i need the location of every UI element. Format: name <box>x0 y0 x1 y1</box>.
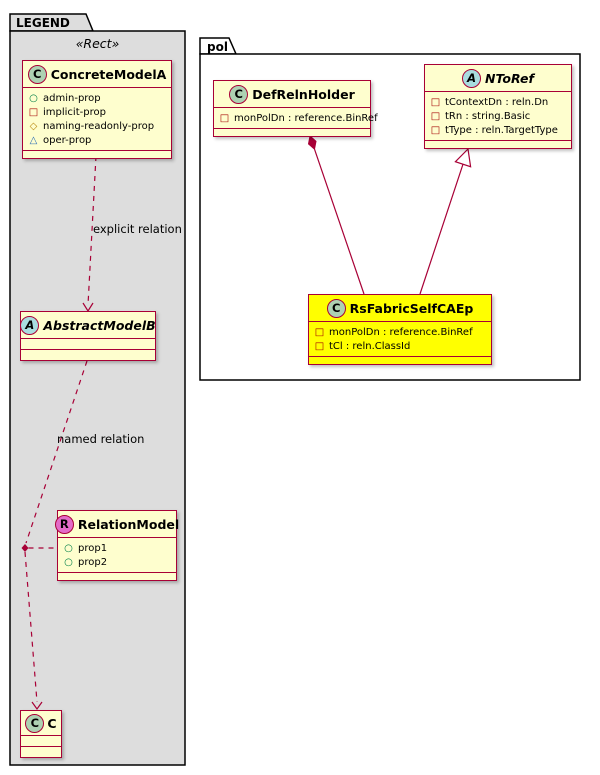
class-name: DefRelnHolder <box>252 86 355 102</box>
explicit-relation-label: explicit relation <box>93 222 182 236</box>
member-label: oper-prop <box>43 134 92 146</box>
member-label: tCl : reln.ClassId <box>329 340 411 352</box>
member-label: tType : reln.TargetType <box>445 124 558 136</box>
class-header: C RsFabricSelfCAEp <box>309 295 491 322</box>
abstract-spot-icon: A <box>462 68 482 88</box>
class-relation-model: R RelationModel prop1 prop2 <box>54 510 180 581</box>
empty-methods-compartment <box>21 350 155 360</box>
class-member: monPolDn : reference.BinRef <box>219 111 378 125</box>
class-rs-fabric-self-caep: C RsFabricSelfCAEp monPolDn : reference.… <box>308 294 492 365</box>
member-label: tRn : string.Basic <box>445 110 531 122</box>
member-label: prop1 <box>78 542 108 554</box>
named-relation-label: named relation <box>57 432 145 446</box>
private-square-icon <box>430 97 441 108</box>
class-spot-icon: C <box>27 64 47 84</box>
relation-spot-icon: R <box>54 514 74 534</box>
class-member: tCl : reln.ClassId <box>314 339 486 353</box>
empty-methods-compartment <box>58 573 176 580</box>
private-square-icon <box>28 107 39 118</box>
class-member: oper-prop <box>28 133 166 147</box>
member-label: naming-readonly-prop <box>43 120 155 132</box>
pol-package-title: pol <box>207 40 228 54</box>
class-member: monPolDn : reference.BinRef <box>314 325 486 339</box>
class-header: C C <box>21 711 61 736</box>
empty-methods-compartment <box>309 357 491 364</box>
class-header: A AbstractModelB <box>20 312 156 339</box>
class-spot-icon: C <box>229 84 249 104</box>
class-member: tRn : string.Basic <box>430 109 566 123</box>
class-def-reln-holder: C DefRelnHolder monPolDn : reference.Bin… <box>213 80 378 137</box>
public-circle-icon <box>63 557 74 568</box>
class-spot-icon: C <box>25 713 45 733</box>
named-relation-line <box>25 360 88 544</box>
private-square-icon <box>314 327 325 338</box>
legend-stereotype-label: «Rect» <box>75 36 120 51</box>
class-header: R RelationModel <box>54 511 180 538</box>
class-spot-icon: C <box>326 298 346 318</box>
generalization-line <box>419 164 464 295</box>
empty-attributes-compartment <box>21 339 155 350</box>
public-circle-icon <box>28 93 39 104</box>
class-member: prop2 <box>63 555 171 569</box>
member-label: tContextDn : reln.Dn <box>445 96 549 108</box>
class-name: NToRef <box>485 70 534 86</box>
class-member: implicit-prop <box>28 105 166 119</box>
class-name: RsFabricSelfCAEp <box>349 300 474 316</box>
generalization-triangle-icon <box>454 147 472 168</box>
empty-methods-compartment <box>23 151 171 158</box>
class-c: C C <box>20 710 62 758</box>
protected-diamond-icon <box>28 121 39 132</box>
composition-diamond-icon <box>307 135 317 151</box>
class-member: prop1 <box>63 541 171 555</box>
private-square-icon <box>219 113 230 124</box>
class-header: C DefRelnHolder <box>214 81 370 108</box>
member-label: implicit-prop <box>43 106 106 118</box>
class-header: A NToRef <box>425 65 571 92</box>
class-name: RelationModel <box>77 516 180 532</box>
relation-junction-diamond-icon <box>21 544 29 552</box>
class-attributes: monPolDn : reference.BinRef tCl : reln.C… <box>309 322 491 357</box>
private-square-icon <box>314 341 325 352</box>
private-square-icon <box>430 125 441 136</box>
class-name: C <box>47 715 57 731</box>
class-member: tType : reln.TargetType <box>430 123 566 137</box>
junction-to-c-arrowhead-icon <box>31 701 43 711</box>
class-concrete-model-a: C ConcreteModelA admin-prop implicit-pro… <box>22 60 172 159</box>
empty-methods-compartment <box>21 747 61 757</box>
legend-package-title: LEGEND <box>16 16 70 30</box>
class-attributes: monPolDn : reference.BinRef <box>214 108 378 129</box>
class-abstract-model-b: A AbstractModelB <box>20 311 156 361</box>
composition-line <box>313 149 365 295</box>
member-label: monPolDn : reference.BinRef <box>329 326 473 338</box>
class-member: admin-prop <box>28 91 166 105</box>
class-attributes: admin-prop implicit-prop naming-readonly… <box>23 88 171 151</box>
class-name: ConcreteModelA <box>50 66 167 82</box>
abstract-spot-icon: A <box>20 315 40 335</box>
public-circle-icon <box>63 543 74 554</box>
class-member: tContextDn : reln.Dn <box>430 95 566 109</box>
package-triangle-icon <box>28 135 39 146</box>
private-square-icon <box>430 111 441 122</box>
explicit-relation-line <box>87 155 97 306</box>
empty-methods-compartment <box>425 141 571 148</box>
class-name: AbstractModelB <box>43 317 156 333</box>
class-ntoref: A NToRef tContextDn : reln.Dn tRn : stri… <box>424 64 572 149</box>
member-label: monPolDn : reference.BinRef <box>234 112 378 124</box>
empty-methods-compartment <box>214 129 370 136</box>
class-header: C ConcreteModelA <box>23 61 171 88</box>
class-member: naming-readonly-prop <box>28 119 166 133</box>
empty-attributes-compartment <box>21 736 61 747</box>
class-attributes: tContextDn : reln.Dn tRn : string.Basic … <box>425 92 571 141</box>
class-attributes: prop1 prop2 <box>58 538 176 573</box>
member-label: admin-prop <box>43 92 101 104</box>
member-label: prop2 <box>78 556 108 568</box>
